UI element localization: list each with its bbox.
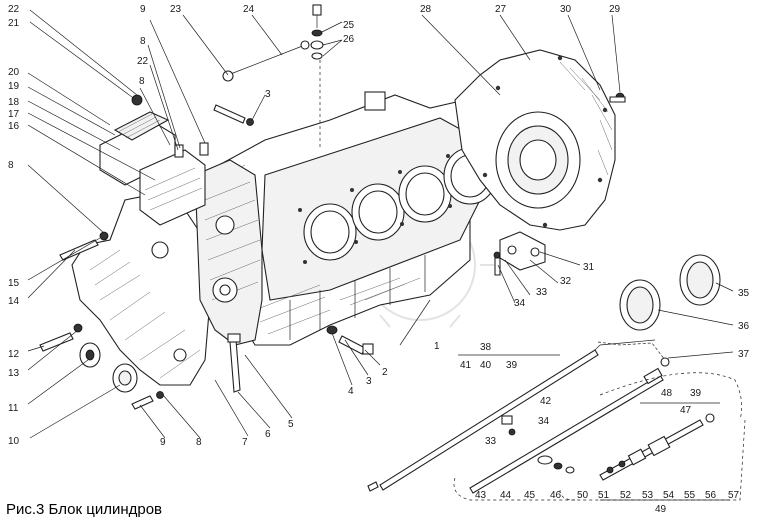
timing-cover [71, 159, 263, 386]
callout-12: 12 [8, 349, 20, 360]
callout-44: 44 [500, 490, 512, 501]
callout-54: 54 [663, 490, 675, 501]
callout-9a: 9 [160, 437, 166, 448]
callout-8b: 8 [8, 160, 14, 171]
callout-11: 11 [8, 403, 19, 414]
callout-5: 5 [288, 419, 294, 430]
callout-8d: 8 [139, 76, 145, 87]
callout-39b: 39 [690, 388, 702, 399]
callout-8c: 8 [140, 36, 146, 47]
callout-2: 2 [382, 367, 388, 378]
callout-48: 48 [661, 388, 673, 399]
callout-56: 56 [705, 490, 717, 501]
callout-36: 36 [738, 321, 750, 332]
callout-52: 52 [620, 490, 632, 501]
callout-40: 40 [480, 360, 492, 371]
callout-21: 21 [8, 18, 20, 29]
callout-19: 19 [8, 81, 20, 92]
callout-13: 13 [8, 368, 20, 379]
callout-16: 16 [8, 121, 20, 132]
callout-3b: 3 [265, 89, 271, 100]
callout-25: 25 [343, 20, 355, 31]
callout-41: 41 [460, 360, 472, 371]
right-bracket-parts [493, 92, 626, 276]
callout-46: 46 [550, 490, 562, 501]
callout-3: 3 [366, 376, 372, 387]
callout-45: 45 [524, 490, 536, 501]
callout-47: 47 [680, 405, 692, 416]
seal-rings [619, 254, 721, 331]
callout-37: 37 [738, 349, 750, 360]
callout-18: 18 [8, 97, 20, 108]
callout-53: 53 [642, 490, 654, 501]
callout-24: 24 [243, 4, 255, 15]
callout-14: 14 [8, 296, 20, 307]
top-pipe-parts [222, 4, 324, 150]
callout-33b: 33 [485, 436, 497, 447]
callout-50: 50 [577, 490, 589, 501]
callout-1: 1 [434, 341, 440, 352]
leader-lines [27, 9, 734, 439]
callout-39a: 39 [506, 360, 518, 371]
callout-55: 55 [684, 490, 696, 501]
figure-caption: Рис.3 Блок цилиндров [6, 501, 162, 518]
callout-34b: 34 [538, 416, 550, 427]
center-fasteners [326, 325, 374, 355]
callout-22b: 22 [137, 56, 149, 67]
callout-43: 43 [475, 490, 487, 501]
callout-20: 20 [8, 67, 20, 78]
callout-31: 31 [583, 262, 595, 273]
callout-numbers: 1 2 3 4 5 6 7 8 9 10 11 12 13 14 15 16 1… [8, 4, 750, 515]
oil-pipes [367, 339, 746, 501]
callout-26: 26 [343, 34, 355, 45]
callout-32: 32 [560, 276, 572, 287]
callout-6: 6 [265, 429, 271, 440]
callout-10: 10 [8, 436, 20, 447]
callout-4: 4 [348, 386, 354, 397]
callout-15: 15 [8, 278, 20, 289]
callout-17: 17 [8, 109, 20, 120]
callout-9b: 9 [140, 4, 146, 15]
callout-35: 35 [738, 288, 750, 299]
callout-33a: 33 [536, 287, 548, 298]
callout-34a: 34 [514, 298, 526, 309]
callout-38: 38 [480, 342, 492, 353]
cylinder-block [199, 91, 497, 346]
callout-57: 57 [728, 490, 740, 501]
callout-8a: 8 [196, 437, 202, 448]
callout-49: 49 [655, 504, 667, 515]
callout-42: 42 [540, 396, 552, 407]
callout-28: 28 [420, 4, 432, 15]
callout-27: 27 [495, 4, 507, 15]
callout-23: 23 [170, 4, 182, 15]
callout-51: 51 [598, 490, 610, 501]
callout-7: 7 [242, 437, 248, 448]
callout-29: 29 [609, 4, 621, 15]
flywheel-housing [454, 49, 616, 231]
callout-30: 30 [560, 4, 572, 15]
callout-22a: 22 [8, 4, 20, 15]
breather-assembly [99, 111, 206, 226]
left-fasteners [39, 94, 254, 410]
